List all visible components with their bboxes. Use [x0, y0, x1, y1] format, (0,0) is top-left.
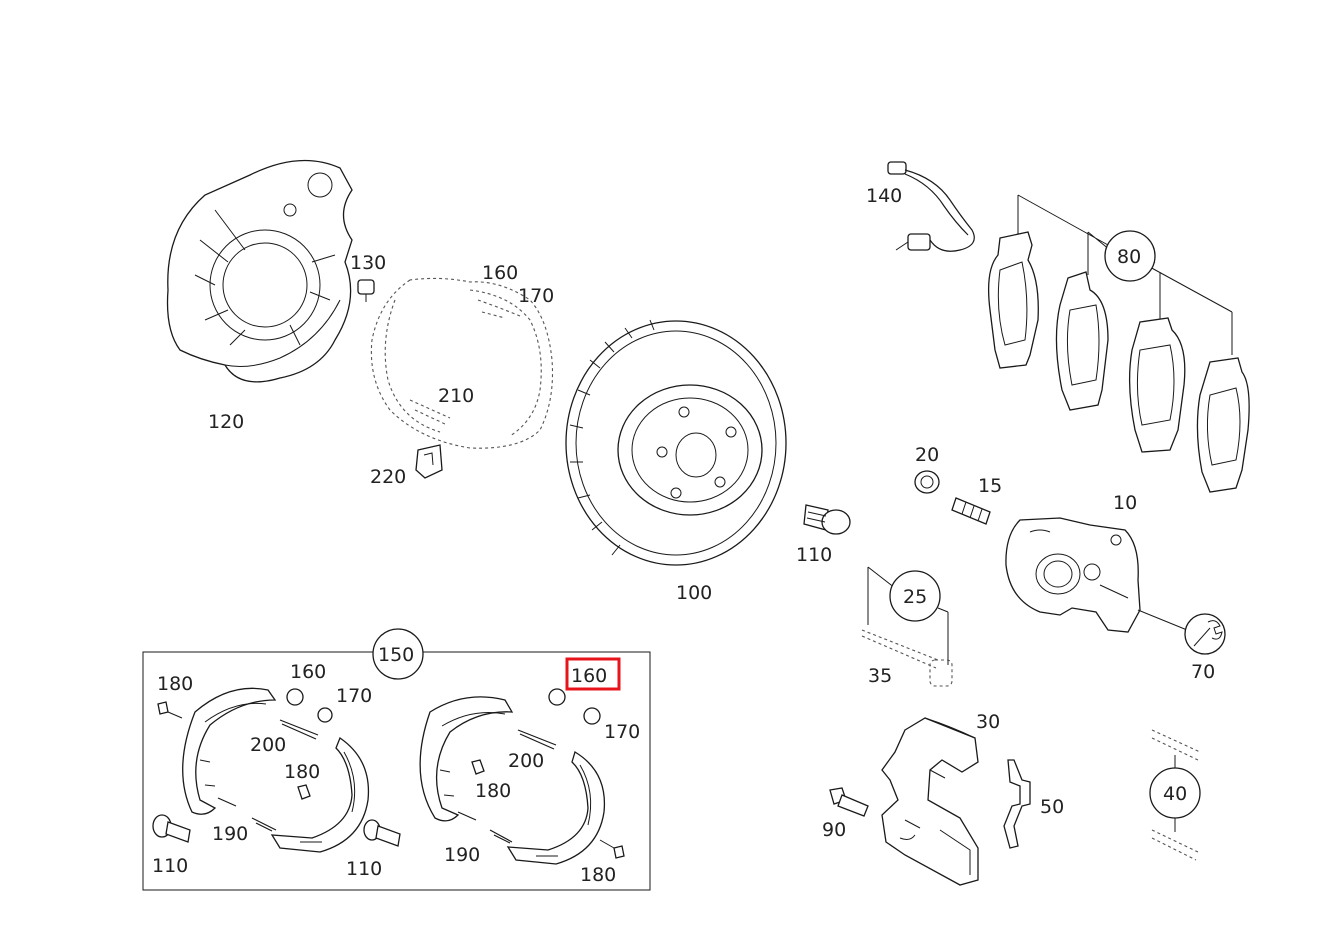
label-160[interactable]: 160 — [290, 661, 326, 683]
label-140[interactable]: 140 — [866, 185, 902, 207]
label-180[interactable]: 180 — [284, 761, 320, 783]
label-50[interactable]: 50 — [1040, 796, 1064, 818]
part-220-clip[interactable] — [415, 444, 443, 479]
part-90-bolt[interactable] — [829, 787, 869, 817]
label-20[interactable]: 20 — [915, 444, 939, 466]
label-110[interactable]: 110 — [152, 855, 188, 877]
label-180[interactable]: 180 — [157, 673, 193, 695]
callout-circle-25 — [889, 570, 941, 622]
label-120[interactable]: 120 — [208, 411, 244, 433]
part-100-brake-disc[interactable] — [565, 319, 787, 566]
label-200[interactable]: 200 — [250, 734, 286, 756]
callout-circle-40 — [1149, 767, 1201, 819]
left-shoe-set[interactable] — [157, 687, 370, 853]
label-110[interactable]: 110 — [346, 858, 382, 880]
part-110-bolt-left[interactable] — [152, 814, 191, 843]
leader-70 — [1137, 609, 1193, 633]
part-10-caliper[interactable] — [1005, 517, 1141, 633]
label-210[interactable]: 210 — [438, 385, 474, 407]
part-20-guide-boot[interactable] — [914, 470, 940, 494]
label-170[interactable]: 170 — [336, 685, 372, 707]
label-100[interactable]: 100 — [676, 582, 712, 604]
label-130[interactable]: 130 — [350, 252, 386, 274]
right-shoe-set[interactable] — [419, 688, 625, 865]
label-30[interactable]: 30 — [976, 711, 1000, 733]
part-120-backing-plate[interactable] — [166, 159, 353, 383]
label-160[interactable]: 160 — [482, 262, 518, 284]
label-70[interactable]: 70 — [1191, 661, 1215, 683]
label-90[interactable]: 90 — [822, 819, 846, 841]
part-70-wrench-symbol[interactable] — [1184, 613, 1226, 655]
label-220[interactable]: 220 — [370, 466, 406, 488]
label-40[interactable]: 40 — [1163, 783, 1187, 805]
label-10[interactable]: 10 — [1113, 492, 1137, 514]
callout-circle-80 — [1104, 230, 1156, 282]
part-25-guide-kit[interactable] — [861, 566, 953, 687]
label-200[interactable]: 200 — [508, 750, 544, 772]
label-190[interactable]: 190 — [444, 844, 480, 866]
label-180[interactable]: 180 — [580, 864, 616, 886]
label-150[interactable]: 150 — [378, 644, 414, 666]
label-15[interactable]: 15 — [978, 475, 1002, 497]
label-35[interactable]: 35 — [868, 665, 892, 687]
callout-circle-150 — [372, 628, 424, 680]
label-180[interactable]: 180 — [475, 780, 511, 802]
part-110-bolt-middle[interactable] — [363, 819, 401, 847]
brake-pad-3[interactable] — [1128, 317, 1186, 453]
phantom-parking-brake-shoes — [370, 277, 553, 449]
label-25[interactable]: 25 — [903, 586, 927, 608]
part-15-bleeder-screw[interactable] — [951, 497, 991, 525]
part-140-wear-sensor[interactable] — [887, 161, 975, 252]
brake-pad-1[interactable] — [987, 231, 1039, 369]
part-130-bolt[interactable] — [357, 279, 375, 302]
brake-pad-2[interactable] — [1055, 271, 1109, 411]
brake-pad-4[interactable] — [1196, 357, 1250, 493]
label-190[interactable]: 190 — [212, 823, 248, 845]
part-30-caliper-carrier[interactable] — [881, 717, 979, 886]
part-50-spring-clip[interactable] — [1003, 759, 1031, 849]
label-170[interactable]: 170 — [604, 721, 640, 743]
label-170[interactable]: 170 — [518, 285, 554, 307]
label-80[interactable]: 80 — [1117, 246, 1141, 268]
label-110[interactable]: 110 — [796, 544, 832, 566]
part-110-bolt[interactable] — [803, 504, 851, 535]
highlight-box — [565, 657, 621, 691]
label-160-highlighted[interactable]: 160 — [571, 665, 607, 687]
